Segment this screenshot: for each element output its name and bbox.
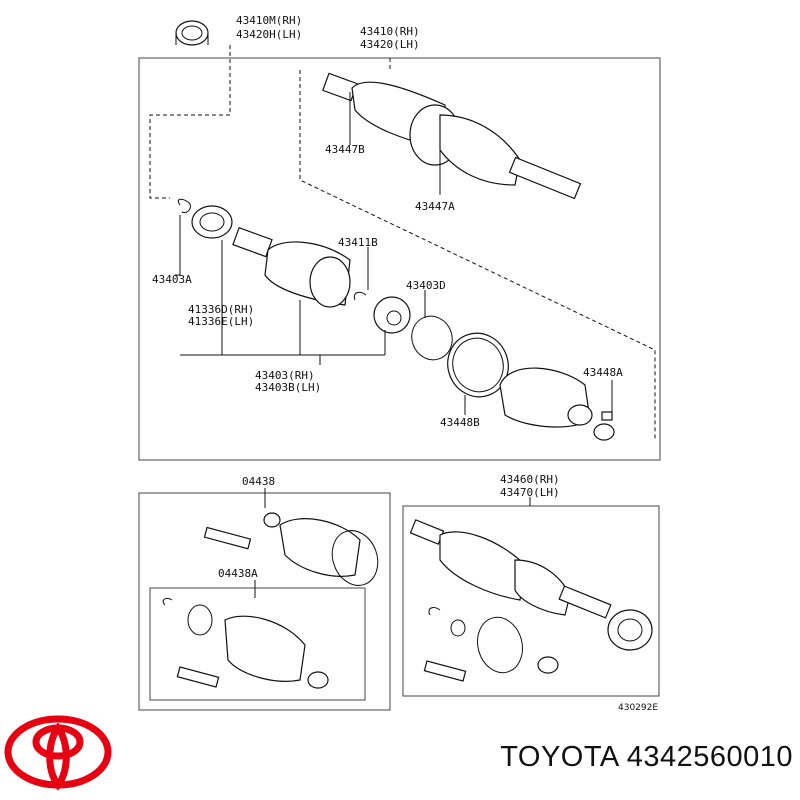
- label-shaft-lh: 43420(LH): [360, 38, 420, 51]
- label-43447a: 43447A: [415, 200, 455, 213]
- boot-kit-dash: [149, 45, 231, 199]
- outer-shaft-frame: [402, 505, 660, 697]
- label-outboard-rh: 43403(RH): [255, 369, 315, 382]
- dust-seal-icon: [191, 205, 233, 239]
- label-43447b: 43447B: [325, 143, 365, 156]
- label-inboard-lh: 41336E(LH): [188, 315, 254, 328]
- drive-shaft-assembly-icon: [322, 72, 582, 200]
- label-boot-kit-rh: 43410M(RH): [236, 14, 302, 27]
- label-outboard-lh: 43403B(LH): [255, 381, 321, 394]
- hole-snap-ring-icon: [177, 198, 191, 214]
- snap-ring-d-icon: [411, 315, 453, 361]
- label-outer-rh: 43460(RH): [500, 473, 560, 486]
- snap-ring-icon: [353, 291, 367, 301]
- label-43448a: 43448A: [583, 366, 623, 379]
- main-frame: [138, 57, 661, 461]
- leader-43403a: [175, 215, 181, 276]
- grease-tube-icon: [203, 526, 252, 550]
- kit-boot-icon: [263, 512, 379, 586]
- label-04438: 04438: [242, 475, 275, 488]
- outer-kit-parts-icon: [423, 607, 559, 682]
- label-43403a: 43403A: [152, 273, 192, 286]
- label-boot-kit-lh: 43420H(LH): [236, 28, 302, 41]
- toyota-logo-icon: [4, 715, 112, 791]
- brand-caption: TOYOTA 4342560010: [500, 741, 793, 773]
- subkit-frame: [149, 587, 366, 701]
- label-inboard-rh: 41336D(RH): [188, 303, 254, 316]
- label-04438a: 04438A: [218, 567, 258, 580]
- boot-clamp-small-icon: [593, 411, 615, 441]
- tripod-icon: [373, 296, 411, 334]
- label-43448b: 43448B: [440, 416, 480, 429]
- drawing-number: 430292E: [618, 703, 658, 713]
- label-shaft-rh: 43410(RH): [360, 25, 420, 38]
- subkit-parts-icon: [162, 597, 329, 689]
- inboard-joint-icon: [232, 226, 351, 308]
- boot-clamp-large-icon: [447, 332, 509, 398]
- label-43403d: 43403D: [406, 279, 446, 292]
- label-outer-lh: 43470(LH): [500, 486, 560, 499]
- shaft-group-dash: [299, 70, 656, 440]
- outer-shaft-icon: [409, 519, 653, 651]
- boot-ring-icon: [175, 20, 209, 46]
- label-43411b: 43411B: [338, 236, 378, 249]
- outboard-boot-icon: [499, 367, 593, 428]
